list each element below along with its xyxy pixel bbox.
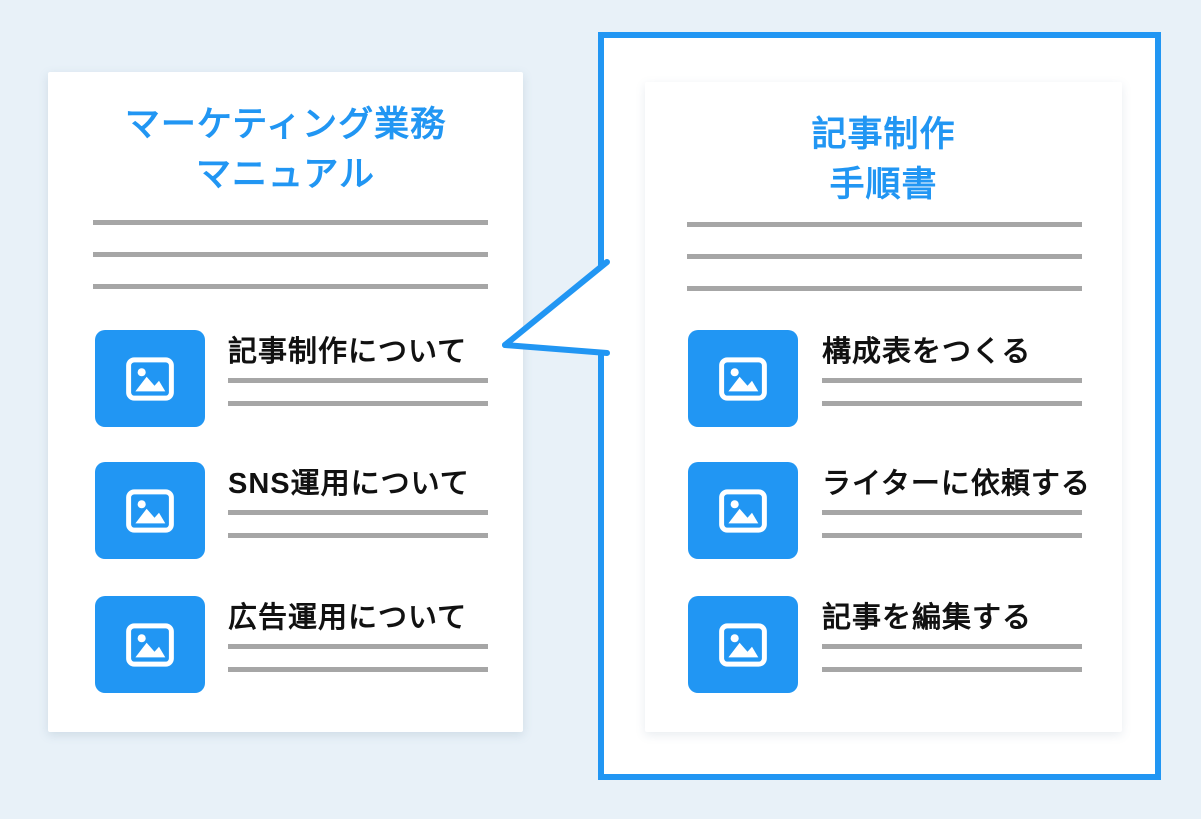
placeholder-line: [822, 533, 1082, 538]
list-item: 記事を編集する: [688, 596, 1088, 693]
procedure-title-line2: 手順書: [829, 165, 938, 204]
placeholder-line: [687, 286, 1082, 291]
image-icon: [688, 596, 798, 693]
image-icon: [688, 330, 798, 427]
placeholder-line: [822, 667, 1082, 672]
list-item: ライターに依頼する: [688, 462, 1091, 559]
manual-document-card: マーケティング業務 マニュアル 記事制作について: [48, 72, 523, 732]
item-title: 構成表をつくる: [822, 336, 1032, 368]
placeholder-line: [687, 254, 1082, 259]
placeholder-line: [228, 401, 488, 406]
placeholder-line: [93, 252, 488, 257]
placeholder-line: [822, 378, 1082, 383]
manual-title-line1: マーケティング業務: [124, 105, 447, 144]
procedure-title: 記事制作 手順書: [645, 110, 1122, 210]
list-item: 構成表をつくる: [688, 330, 1088, 427]
placeholder-line: [228, 644, 488, 649]
item-title: 記事制作について: [228, 336, 468, 368]
placeholder-line: [228, 667, 488, 672]
item-title: ライターに依頼する: [822, 468, 1091, 500]
placeholder-line: [822, 401, 1082, 406]
list-item: 記事制作について: [95, 330, 495, 427]
placeholder-line: [93, 220, 488, 225]
placeholder-line: [228, 378, 488, 383]
item-title: SNS運用について: [228, 468, 470, 500]
image-icon: [688, 462, 798, 559]
list-item: SNS運用について: [95, 462, 495, 559]
image-icon: [95, 462, 205, 559]
placeholder-line: [93, 284, 488, 289]
manual-title: マーケティング業務 マニュアル: [48, 100, 523, 200]
image-icon: [95, 330, 205, 427]
placeholder-line: [228, 533, 488, 538]
placeholder-line: [687, 222, 1082, 227]
placeholder-line: [228, 510, 488, 515]
procedure-title-line1: 記事制作: [811, 115, 956, 154]
item-title: 広告運用について: [228, 602, 468, 634]
placeholder-line: [822, 644, 1082, 649]
manual-title-line2: マニュアル: [196, 155, 375, 194]
placeholder-line: [822, 510, 1082, 515]
image-icon: [95, 596, 205, 693]
item-title: 記事を編集する: [822, 602, 1033, 634]
procedure-document-card: 記事制作 手順書 構成表をつくる: [645, 82, 1122, 732]
list-item: 広告運用について: [95, 596, 495, 693]
